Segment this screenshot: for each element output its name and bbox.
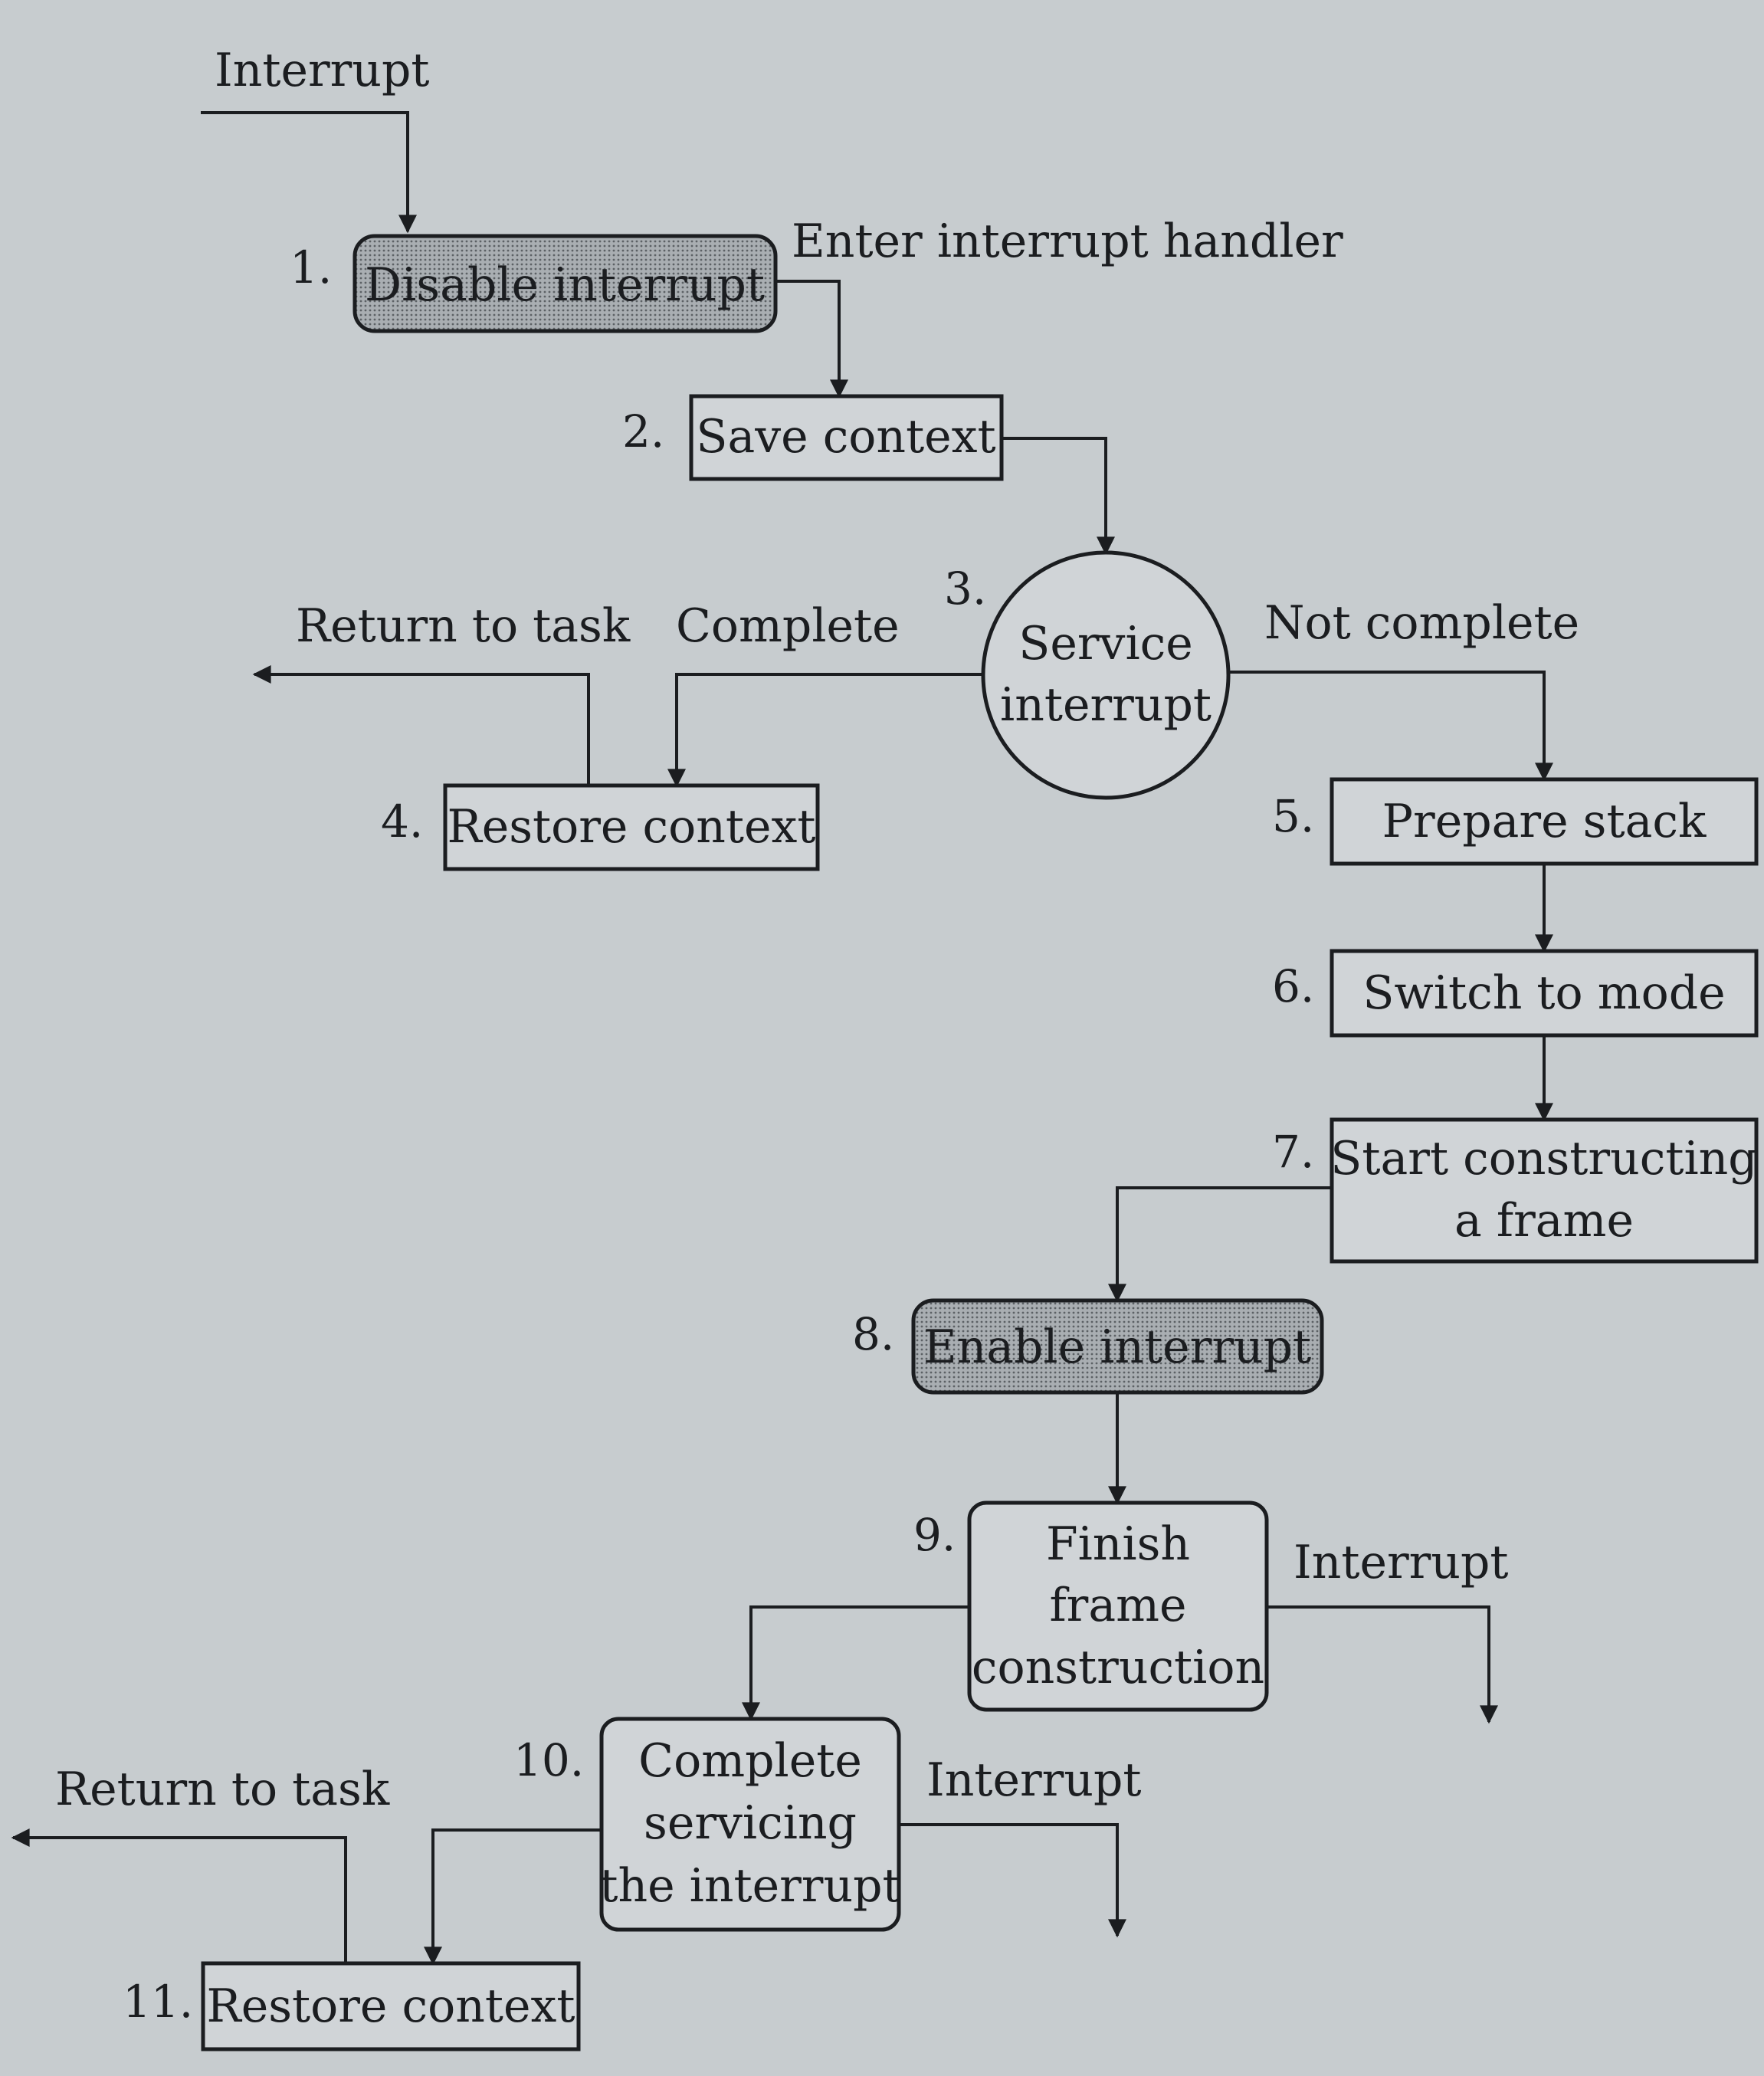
edge-service-to-restore bbox=[667, 673, 985, 788]
edge-finish-interrupt-out bbox=[1267, 1605, 1498, 1724]
edge-finish-to-complete-servicing bbox=[742, 1605, 969, 1721]
node-save-context: Save context 2. bbox=[622, 394, 1004, 481]
node-disable-interrupt: Disable interrupt 1. bbox=[290, 234, 778, 333]
edge-interrupt-to-disable bbox=[201, 111, 417, 234]
label-complete: Complete bbox=[676, 599, 900, 653]
edge-service-to-prepare bbox=[1230, 671, 1553, 782]
nodes: Disable interrupt 1. Save context 2. Ser… bbox=[123, 234, 1759, 2051]
edge-complete-servicing-interrupt-out bbox=[899, 1823, 1126, 1938]
label-interrupt-in: Interrupt bbox=[215, 44, 430, 97]
edges bbox=[11, 111, 1553, 1966]
edge-save-to-service bbox=[1002, 437, 1115, 556]
node-finish-frame-construction: Finish frame construction 9. bbox=[913, 1500, 1269, 1712]
edge-disable-to-save bbox=[775, 280, 848, 398]
node-complete-servicing: Complete servicing the interrupt 10. bbox=[513, 1717, 901, 1932]
label-return-to-task-1: Return to task bbox=[296, 599, 631, 653]
node-service-interrupt: Service interrupt 3. bbox=[944, 550, 1231, 800]
node-switch-to-mode: Switch to mode 6. bbox=[1272, 949, 1759, 1038]
node-4-label: Restore context bbox=[448, 800, 816, 854]
node-3-number: 3. bbox=[944, 562, 986, 615]
edge-restore-to-return bbox=[252, 665, 590, 785]
node-start-constructing-frame: Start constructing a frame 7. bbox=[1272, 1117, 1759, 1264]
node-7-label-line-2: a frame bbox=[1454, 1194, 1634, 1248]
edge-labels: Interrupt Enter interrupt handler Return… bbox=[55, 44, 1579, 1816]
node-7-label-line-1: Start constructing bbox=[1330, 1132, 1757, 1186]
node-2-label: Save context bbox=[696, 410, 995, 464]
node-10-number: 10. bbox=[513, 1734, 584, 1786]
label-interrupt-node-9: Interrupt bbox=[1293, 1536, 1509, 1589]
node-1-number: 1. bbox=[290, 241, 332, 294]
node-6-label: Switch to mode bbox=[1362, 966, 1725, 1020]
node-restore-context-11: Restore context 11. bbox=[123, 1961, 581, 2051]
edge-restore-to-return-2 bbox=[11, 1828, 347, 1963]
node-10-label-line-2: servicing bbox=[644, 1796, 857, 1850]
node-5-label: Prepare stack bbox=[1382, 795, 1707, 848]
label-return-to-task-2: Return to task bbox=[55, 1763, 390, 1816]
node-9-label-line-3: construction bbox=[972, 1641, 1264, 1694]
node-prepare-stack: Prepare stack 5. bbox=[1272, 777, 1759, 866]
node-8-label: Enable interrupt bbox=[923, 1320, 1311, 1374]
edge-complete-servicing-to-restore bbox=[424, 1828, 602, 1966]
node-10-label-line-1: Complete bbox=[638, 1734, 862, 1788]
edge-start-to-enable bbox=[1108, 1186, 1332, 1303]
node-8-number: 8. bbox=[852, 1308, 894, 1360]
node-3-label-line-1: Service bbox=[1018, 617, 1193, 671]
node-9-label-line-2: frame bbox=[1049, 1579, 1186, 1632]
label-interrupt-node-10: Interrupt bbox=[926, 1753, 1142, 1807]
node-10-label-line-3: the interrupt bbox=[599, 1859, 900, 1913]
node-11-number: 11. bbox=[123, 1976, 193, 2028]
label-enter-interrupt-handler: Enter interrupt handler bbox=[792, 215, 1343, 268]
node-enable-interrupt: Enable interrupt 8. bbox=[852, 1298, 1324, 1395]
node-11-label: Restore context bbox=[207, 1979, 575, 2033]
node-4-number: 4. bbox=[381, 795, 423, 848]
node-9-number: 9. bbox=[913, 1509, 956, 1561]
label-not-complete: Not complete bbox=[1264, 596, 1579, 650]
node-3-label-line-2: interrupt bbox=[1000, 678, 1212, 732]
node-2-number: 2. bbox=[622, 405, 664, 458]
node-9-label-line-1: Finish bbox=[1046, 1517, 1190, 1571]
node-5-number: 5. bbox=[1272, 790, 1314, 842]
node-1-label: Disable interrupt bbox=[365, 258, 765, 312]
node-restore-context-4: Restore context 4. bbox=[381, 783, 820, 871]
node-7-number: 7. bbox=[1272, 1126, 1314, 1178]
node-6-number: 6. bbox=[1272, 960, 1314, 1012]
